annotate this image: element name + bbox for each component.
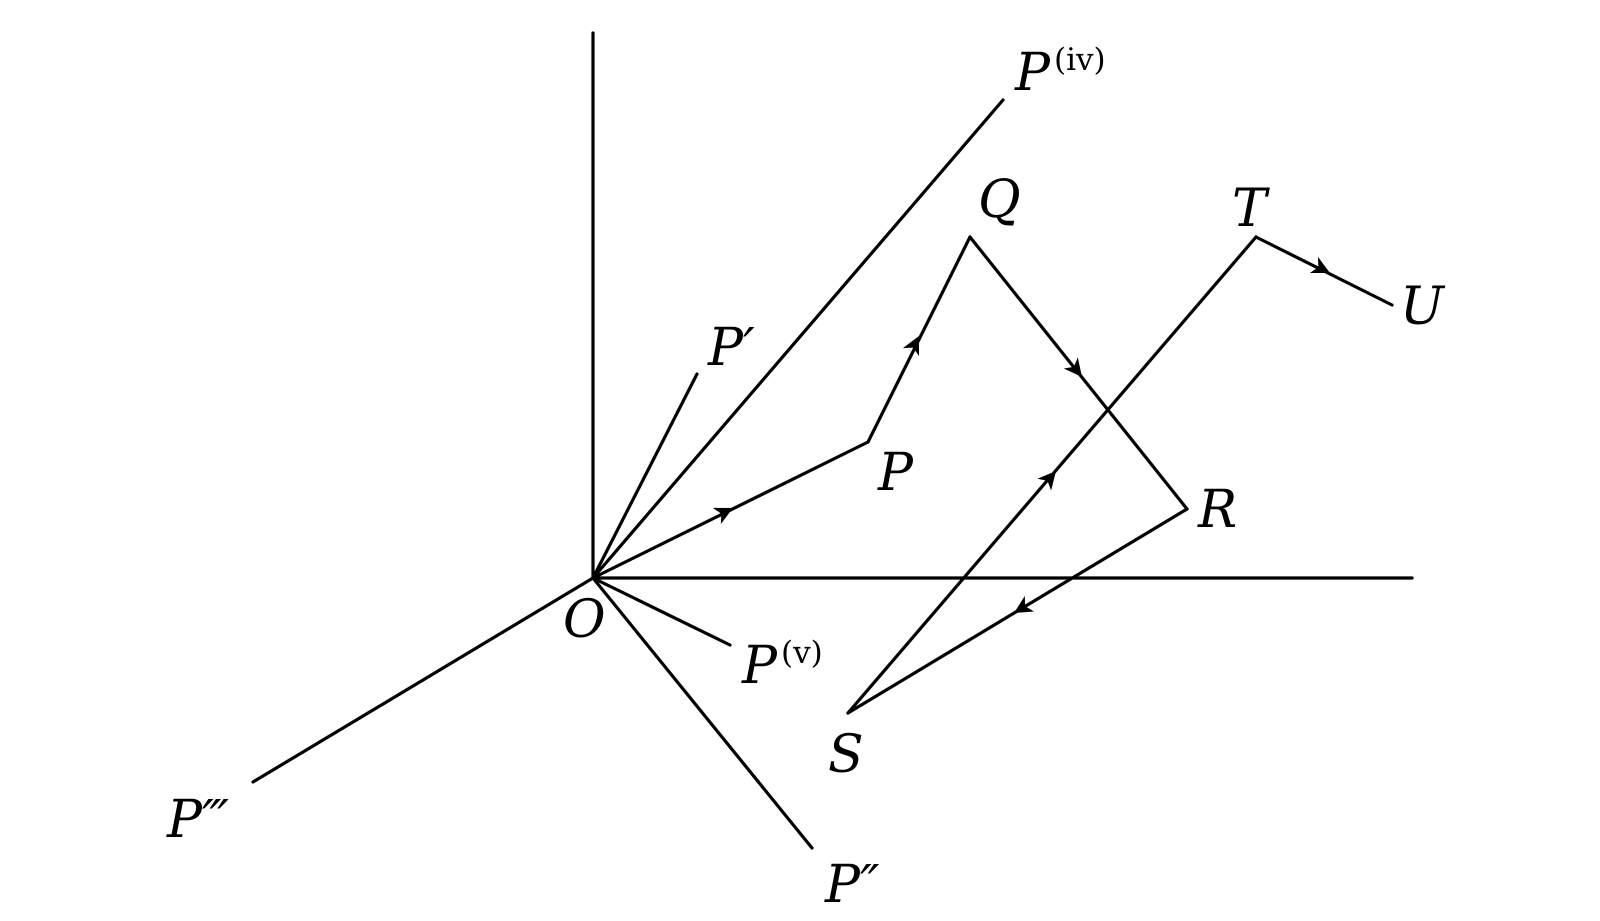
label-u: U [1400,277,1446,337]
arrow-o-p-icon [712,507,733,525]
label-s: S [828,725,864,785]
label-p3: P‴ [166,790,229,850]
label-t: T [1232,179,1270,239]
arrow-q-r-icon [1063,357,1082,377]
ray-o-p1 [591,372,699,580]
label-p1: P′ [707,318,755,378]
arrow-s-t-icon [1037,471,1056,491]
label-p4-superscript: (iv) [1054,42,1106,78]
ray-o-p2 [591,576,814,850]
label-o: O [563,590,606,650]
label-p4: P(iv) [1014,42,1106,103]
label-q: Q [978,170,1021,230]
label-p: P [877,443,914,503]
label-p4-letter: P [1014,43,1051,103]
arrow-p-q-icon [902,336,920,357]
label-p5: P(v) [741,635,823,696]
arrow-r-s-icon [1014,596,1035,613]
ray-o-p5 [591,576,732,647]
label-p5-superscript: (v) [781,635,823,671]
label-r: R [1197,480,1237,540]
ray-o-p3 [251,576,595,784]
label-p2: P″ [824,855,880,915]
arrow-t-u-icon [1309,256,1330,273]
ray-o-p4 [591,98,1005,580]
label-p5-letter: P [741,636,778,696]
